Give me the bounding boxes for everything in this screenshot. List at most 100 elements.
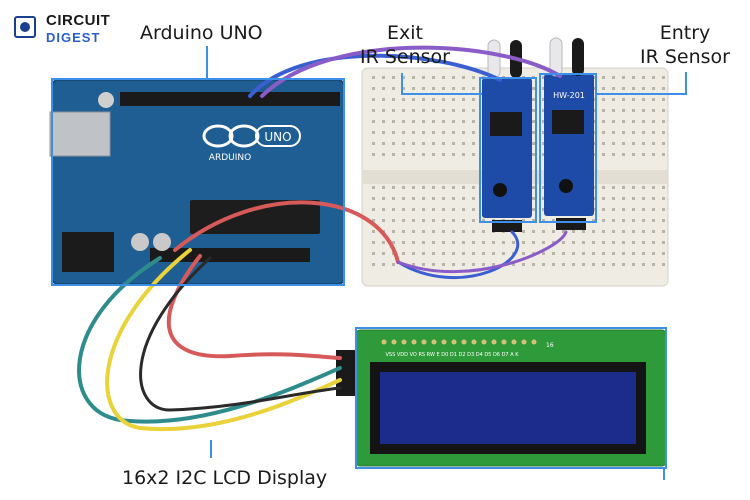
- breadboard-hole: [612, 109, 615, 112]
- breadboard-hole: [422, 230, 425, 233]
- breadboard-hole: [612, 98, 615, 101]
- breadboard-hole: [402, 153, 405, 156]
- breadboard-hole: [652, 98, 655, 101]
- breadboard-hole: [652, 241, 655, 244]
- breadboard-hole: [382, 120, 385, 123]
- breadboard-hole: [612, 252, 615, 255]
- exit-callout-line: [401, 73, 482, 95]
- breadboard-hole: [382, 142, 385, 145]
- breadboard-hole: [602, 109, 605, 112]
- breadboard-hole: [632, 219, 635, 222]
- breadboard-hole: [412, 186, 415, 189]
- breadboard-hole: [612, 241, 615, 244]
- logo-line2: DIGEST: [46, 30, 101, 45]
- breadboard-hole: [632, 263, 635, 266]
- breadboard-hole: [452, 87, 455, 90]
- breadboard-hole: [602, 263, 605, 266]
- breadboard-hole: [382, 131, 385, 134]
- breadboard-hole: [622, 109, 625, 112]
- breadboard-hole: [372, 98, 375, 101]
- breadboard-hole: [482, 230, 485, 233]
- lcd-pin: [481, 339, 487, 345]
- power-jack: [62, 232, 114, 272]
- entry-callout-line: [596, 72, 687, 95]
- breadboard-hole: [372, 252, 375, 255]
- breadboard-hole: [642, 208, 645, 211]
- entry-sensor-highlight-box: [539, 73, 597, 223]
- breadboard-hole: [622, 76, 625, 79]
- breadboard-hole: [612, 197, 615, 200]
- breadboard-hole: [522, 230, 525, 233]
- breadboard-hole: [652, 87, 655, 90]
- breadboard-hole: [542, 153, 545, 156]
- breadboard-hole: [652, 186, 655, 189]
- breadboard-hole: [542, 120, 545, 123]
- breadboard-hole: [412, 76, 415, 79]
- breadboard-hole: [542, 219, 545, 222]
- breadboard-hole: [392, 208, 395, 211]
- entry-ir-sensor: HW-201: [544, 37, 594, 230]
- breadboard-hole: [612, 153, 615, 156]
- breadboard-hole: [602, 241, 605, 244]
- breadboard-hole: [532, 153, 535, 156]
- breadboard-hole: [492, 241, 495, 244]
- breadboard-hole: [472, 252, 475, 255]
- breadboard-hole: [382, 98, 385, 101]
- breadboard-hole: [432, 98, 435, 101]
- breadboard-hole: [502, 241, 505, 244]
- breadboard-hole: [542, 252, 545, 255]
- lcd-pin: [421, 339, 427, 345]
- breadboard-hole: [412, 197, 415, 200]
- breadboard-hole: [392, 131, 395, 134]
- breadboard-hole: [632, 109, 635, 112]
- breadboard-hole: [472, 153, 475, 156]
- breadboard-hole: [652, 252, 655, 255]
- breadboard-hole: [642, 230, 645, 233]
- breadboard-hole: [412, 120, 415, 123]
- breadboard-hole: [382, 208, 385, 211]
- breadboard-hole: [652, 153, 655, 156]
- breadboard-hole: [632, 87, 635, 90]
- breadboard-hole: [452, 263, 455, 266]
- breadboard-hole: [392, 186, 395, 189]
- breadboard-hole: [452, 241, 455, 244]
- breadboard-hole: [522, 241, 525, 244]
- breadboard-hole: [662, 109, 665, 112]
- breadboard-hole: [422, 197, 425, 200]
- breadboard-hole: [472, 98, 475, 101]
- breadboard-hole: [642, 153, 645, 156]
- breadboard-hole: [432, 186, 435, 189]
- breadboard-hole: [572, 252, 575, 255]
- breadboard-hole: [422, 120, 425, 123]
- lcd-display-label: 16x2 I2C LCD Display: [122, 467, 328, 489]
- breadboard-hole: [402, 76, 405, 79]
- breadboard-hole: [482, 263, 485, 266]
- breadboard-hole: [532, 142, 535, 145]
- breadboard-hole: [472, 197, 475, 200]
- breadboard-hole: [412, 98, 415, 101]
- breadboard-hole: [452, 252, 455, 255]
- breadboard-hole: [512, 263, 515, 266]
- breadboard-hole: [602, 197, 605, 200]
- breadboard-hole: [642, 76, 645, 79]
- breadboard-hole: [622, 252, 625, 255]
- breadboard-hole: [602, 252, 605, 255]
- breadboard-hole: [592, 241, 595, 244]
- breadboard-hole: [442, 263, 445, 266]
- breadboard-hole: [442, 241, 445, 244]
- breadboard-hole: [432, 153, 435, 156]
- breadboard-hole: [552, 219, 555, 222]
- breadboard-hole: [632, 142, 635, 145]
- lcd-pin: [431, 339, 437, 345]
- breadboard-hole: [602, 230, 605, 233]
- breadboard-hole: [532, 241, 535, 244]
- breadboard-hole: [412, 208, 415, 211]
- breadboard-hole: [542, 87, 545, 90]
- breadboard-hole: [442, 208, 445, 211]
- breadboard-hole: [432, 76, 435, 79]
- lcd-pin: [461, 339, 467, 345]
- breadboard-hole: [432, 263, 435, 266]
- breadboard-hole: [452, 230, 455, 233]
- breadboard-hole: [382, 252, 385, 255]
